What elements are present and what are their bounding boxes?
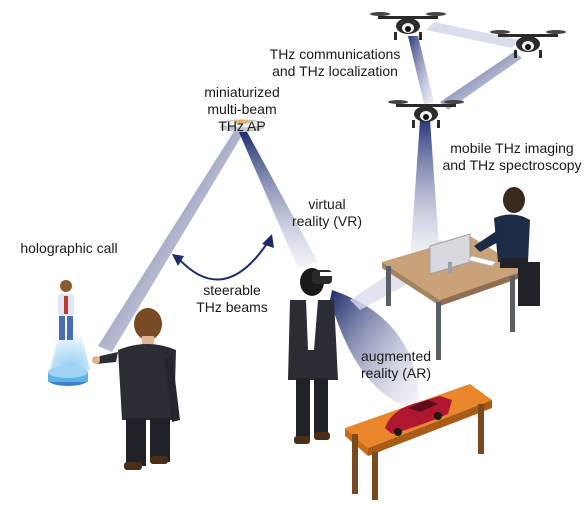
label-comms-line-1: THz communications — [269, 46, 401, 62]
computer-monitor-icon — [429, 233, 497, 275]
person-caller-figure — [92, 308, 180, 470]
label-thz-communications: THz communications and THz localization — [250, 46, 420, 80]
label-steerable-line-1: steerable — [203, 282, 261, 298]
hologram-person-figure — [58, 280, 74, 340]
beam-drone-to-desk — [410, 120, 440, 262]
beam-vr-to-ar — [330, 290, 420, 410]
label-mobile-thz-imaging: mobile THz imaging and THz spectroscopy — [440, 140, 584, 174]
beam-ap-to-vr — [238, 130, 318, 268]
label-ar-line-2: reality (AR) — [360, 365, 431, 381]
label-imaging-line-1: mobile THz imaging — [450, 140, 574, 156]
label-imaging-line-2: and THz spectroscopy — [442, 157, 582, 173]
drone-icon — [490, 30, 566, 58]
label-virtual-reality: virtual reality (VR) — [272, 196, 382, 230]
label-holographic-line-1: holographic call — [20, 240, 118, 256]
label-miniaturized-ap: miniaturized multi-beam THz AP — [182, 84, 302, 135]
label-steerable-beams: steerable THz beams — [182, 282, 282, 316]
beam-drone-links — [408, 22, 522, 110]
label-comms-line-2: and THz localization — [272, 63, 398, 79]
label-vr-line-1: virtual — [308, 196, 346, 212]
drone-icon — [370, 12, 446, 40]
label-holographic-call: holographic call — [4, 240, 134, 257]
label-ap-line-2: multi-beam — [207, 101, 277, 117]
drone-icon — [388, 100, 464, 128]
toy-car-icon — [385, 396, 452, 436]
access-point-icon — [220, 119, 264, 132]
label-ar-line-1: augmented — [360, 348, 432, 364]
label-augmented-reality: augmented reality (AR) — [346, 348, 446, 382]
label-steerable-line-2: THz beams — [196, 299, 268, 315]
label-vr-line-2: reality (VR) — [291, 213, 362, 229]
label-ap-line-3: THz AP — [218, 118, 266, 134]
steerable-arrow-icon — [172, 234, 274, 281]
office-desk — [382, 236, 526, 360]
person-vr-figure — [288, 268, 338, 444]
beam-ap-to-person — [98, 128, 244, 352]
label-ap-line-1: miniaturized — [204, 84, 280, 100]
person-desk-figure — [474, 187, 540, 306]
